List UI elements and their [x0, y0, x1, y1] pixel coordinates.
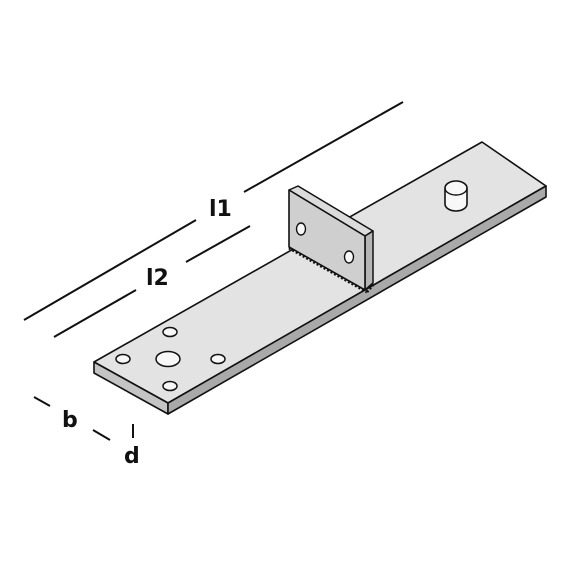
hole-small-top: [162, 326, 178, 338]
weld-seam: [288, 246, 368, 294]
dimension-line-l1-left: [23, 219, 197, 321]
upright-tab: [288, 185, 375, 294]
upright-edge-face: [364, 230, 374, 291]
weld-seam-end: [366, 283, 375, 293]
hole-small-bottom: [162, 380, 178, 392]
label-l1: l1: [209, 197, 232, 222]
dimension-line-b-top: [33, 396, 51, 407]
base-plate: [93, 141, 547, 415]
plate-right-face: [167, 185, 547, 415]
hole-small-right: [210, 353, 226, 365]
dimension-line-b-bottom: [92, 429, 111, 441]
dimension-b: b: [33, 396, 111, 441]
label-l2: l2: [146, 266, 169, 291]
upright-hole-left: [295, 222, 307, 236]
dimension-line-l2-right: [185, 225, 251, 263]
dimension-line-l1-right: [243, 101, 404, 193]
dimension-line-l2-left: [53, 289, 137, 338]
dimension-d: d: [124, 424, 140, 469]
hole-small-left: [115, 353, 131, 365]
upright-front-face: [288, 189, 366, 291]
slot-hole: [444, 180, 468, 212]
label-b: b: [62, 408, 78, 433]
dimension-l2: l2: [53, 225, 251, 338]
label-d: d: [124, 444, 140, 469]
hole-large-center: [155, 350, 181, 368]
upright-hole-right: [343, 250, 355, 264]
dimension-l1: l1: [23, 101, 404, 321]
